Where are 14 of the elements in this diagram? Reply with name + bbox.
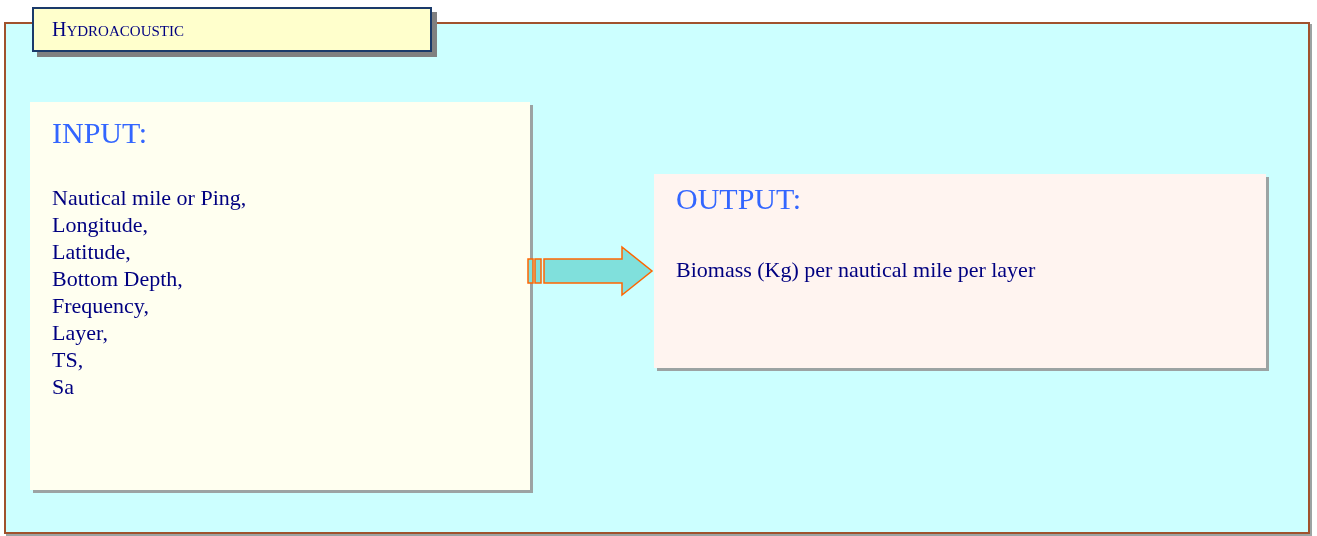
box-text: Biomass (Kg) per nautical mile per layer — [676, 256, 1036, 283]
box-text: Bottom Depth, — [52, 265, 184, 292]
box-heading: INPUT: — [52, 118, 148, 148]
text-box — [654, 174, 1266, 368]
box-text: TS, — [52, 346, 85, 373]
text-box — [30, 102, 530, 490]
box-text: Latitude, — [52, 238, 132, 265]
block-arrow — [527, 245, 654, 297]
box-text: Nautical mile or Ping, — [52, 184, 247, 211]
box-heading: OUTPUT: — [676, 184, 802, 214]
box-text: Longitude, — [52, 211, 149, 238]
box-text: Frequency, — [52, 292, 150, 319]
box-text: Sa — [52, 373, 75, 400]
box-text: Layer, — [52, 319, 109, 346]
